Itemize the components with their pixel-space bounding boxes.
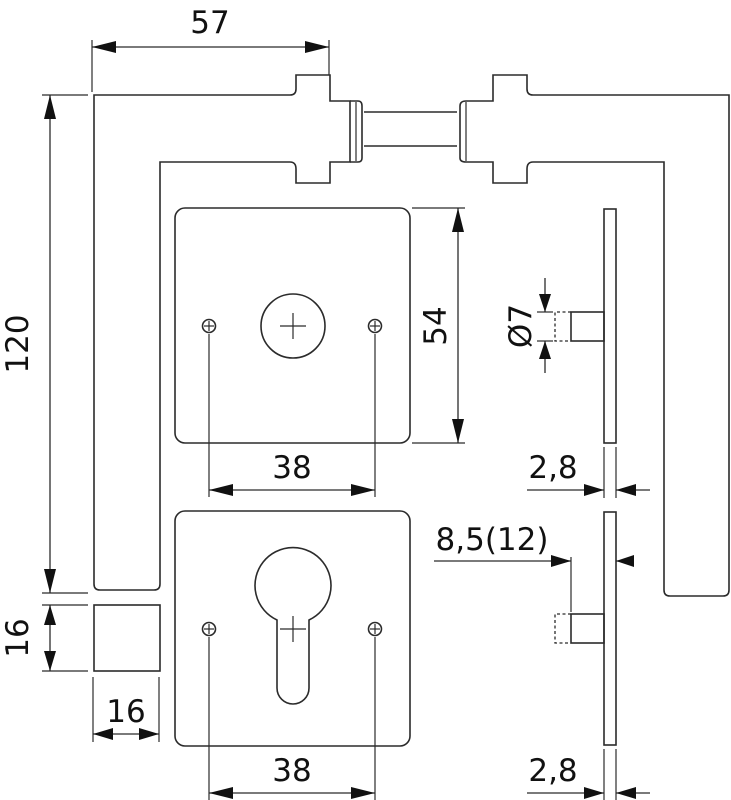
dim-label-16-horizontal: 16 xyxy=(106,694,145,730)
dim-lever-projection: 57 xyxy=(91,5,330,92)
dim-lever-height: 120 xyxy=(0,94,88,594)
screw-hole-right xyxy=(367,621,383,637)
dim-bottom-rosette-thickness: 2,8 xyxy=(527,749,650,800)
right-lever xyxy=(474,74,730,597)
dim-label-16-vertical: 16 xyxy=(0,618,36,657)
dim-label-38-top: 38 xyxy=(272,450,311,486)
dim-label-8-5-12: 8,5(12) xyxy=(436,522,549,558)
dim-label-38-bottom: 38 xyxy=(272,753,311,789)
dim-bottom-screw-spacing: 38 xyxy=(208,637,376,800)
dim-top-rosette-thickness: 2,8 xyxy=(527,447,650,498)
dim-section-height: 16 xyxy=(0,604,88,672)
dim-label-2-8-bottom: 2,8 xyxy=(528,753,577,789)
dim-label-54: 54 xyxy=(418,306,454,345)
rosette-profile-cylinder xyxy=(174,510,411,747)
dim-label-diameter-7: Ø7 xyxy=(503,304,539,348)
lever-cross-section xyxy=(93,604,161,672)
spindle-connector xyxy=(350,100,474,163)
rosette-side-profile-top xyxy=(554,208,617,444)
screw-hole-left xyxy=(201,621,217,637)
dim-label-57: 57 xyxy=(190,5,229,41)
dim-label-120: 120 xyxy=(0,314,36,373)
rosette-side-profile-bottom xyxy=(554,511,617,746)
dim-label-2-8-top: 2,8 xyxy=(528,450,577,486)
dim-rosette-height: 54 xyxy=(412,207,465,444)
screw-hole-left xyxy=(201,318,217,334)
left-lever xyxy=(93,74,351,591)
dim-top-screw-spacing: 38 xyxy=(208,334,376,497)
dim-cylinder-offset: 8,5(12) xyxy=(434,522,634,612)
dim-spindle-diameter: Ø7 xyxy=(503,278,553,373)
spindle-hole xyxy=(260,293,326,359)
profile-cylinder-cutout xyxy=(254,546,332,705)
screw-hole-right xyxy=(367,318,383,334)
rosette-round-hole xyxy=(174,207,411,444)
dim-section-width: 16 xyxy=(92,677,160,742)
